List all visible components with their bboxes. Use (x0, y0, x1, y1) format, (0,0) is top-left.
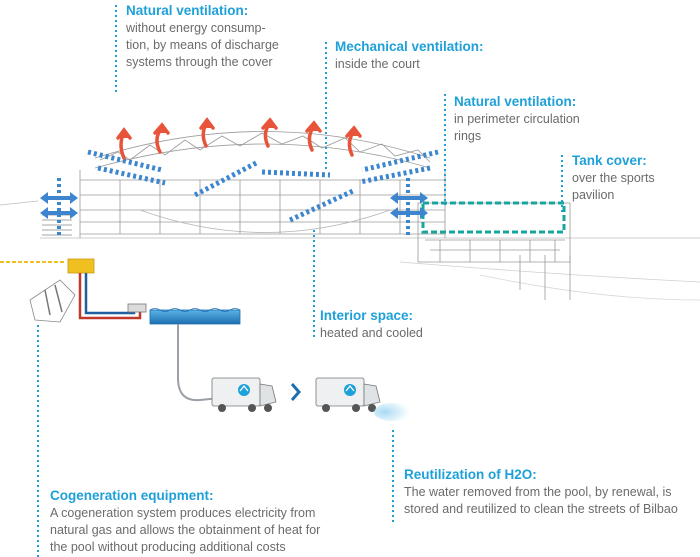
annotation-text: A cogeneration system produces electrici… (50, 506, 321, 554)
leader-lines (37, 5, 563, 557)
annotation-text: over the sports pavilion (572, 171, 655, 202)
annotation-text: heated and cooled (320, 326, 423, 340)
annotation-tank-cover: Tank cover: over the sports pavilion (572, 152, 700, 204)
recycle-icon (344, 384, 356, 396)
annotation-title: Interior space: (320, 308, 414, 323)
annotation-reutilization-h2o: Reutilization of H2O: The water removed … (404, 466, 700, 518)
annotation-text: in perimeter circulation rings (454, 112, 580, 143)
annotation-interior-space: Interior space: heated and cooled (320, 307, 480, 342)
water-spray (374, 403, 410, 421)
annotation-natural-ventilation-roof: Natural ventilation: without energy cons… (126, 2, 326, 71)
ventilation-flow-lines (87, 149, 439, 223)
tank-cover-highlight (421, 201, 566, 234)
double-arrow-icon (40, 192, 78, 204)
stadium-building (42, 131, 446, 238)
annotation-text: without energy consump- tion, by means o… (126, 21, 279, 69)
vertical-ventilation-shafts (57, 178, 410, 238)
red-up-arrow-icon (305, 120, 322, 152)
drain-hose (177, 324, 221, 402)
cogeneration-equipment (0, 258, 95, 323)
annotation-title: Mechanical ventilation: (335, 39, 484, 54)
annotation-title: Cogeneration equipment: (50, 488, 214, 503)
annotation-text: inside the court (335, 57, 420, 71)
annotation-text: The water removed from the pool, by rene… (404, 485, 678, 516)
red-up-arrow-icon (261, 117, 278, 148)
sports-pavilion (417, 202, 571, 300)
red-up-arrow-icon (116, 127, 132, 160)
perimeter-ventilation-arrows (40, 192, 428, 219)
double-arrow-icon (40, 207, 78, 219)
ground-line (0, 200, 700, 301)
heating-pipes (78, 273, 147, 320)
annotation-title: Tank cover: (572, 153, 647, 168)
double-arrow-icon (390, 192, 428, 204)
water-truck-2 (315, 377, 410, 421)
double-arrow-icon (390, 207, 428, 219)
annotation-natural-ventilation-perimeter: Natural ventilation: in perimeter circul… (454, 93, 634, 145)
recycle-icon (238, 384, 250, 396)
annotation-mechanical-ventilation: Mechanical ventilation: inside the court (335, 38, 555, 73)
annotation-title: Natural ventilation: (454, 94, 577, 109)
water-truck-1 (211, 377, 277, 412)
annotation-title: Reutilization of H2O: (404, 467, 537, 482)
annotation-cogeneration-equipment: Cogeneration equipment: A cogeneration s… (50, 487, 350, 556)
red-up-arrow-icon (199, 117, 215, 148)
chevron-right-icon (290, 383, 301, 401)
red-up-arrow-icon (345, 125, 362, 157)
red-up-arrow-icon (153, 122, 170, 154)
pool (149, 308, 241, 325)
annotation-title: Natural ventilation: (126, 3, 249, 18)
roof-discharge-arrows (116, 117, 362, 160)
